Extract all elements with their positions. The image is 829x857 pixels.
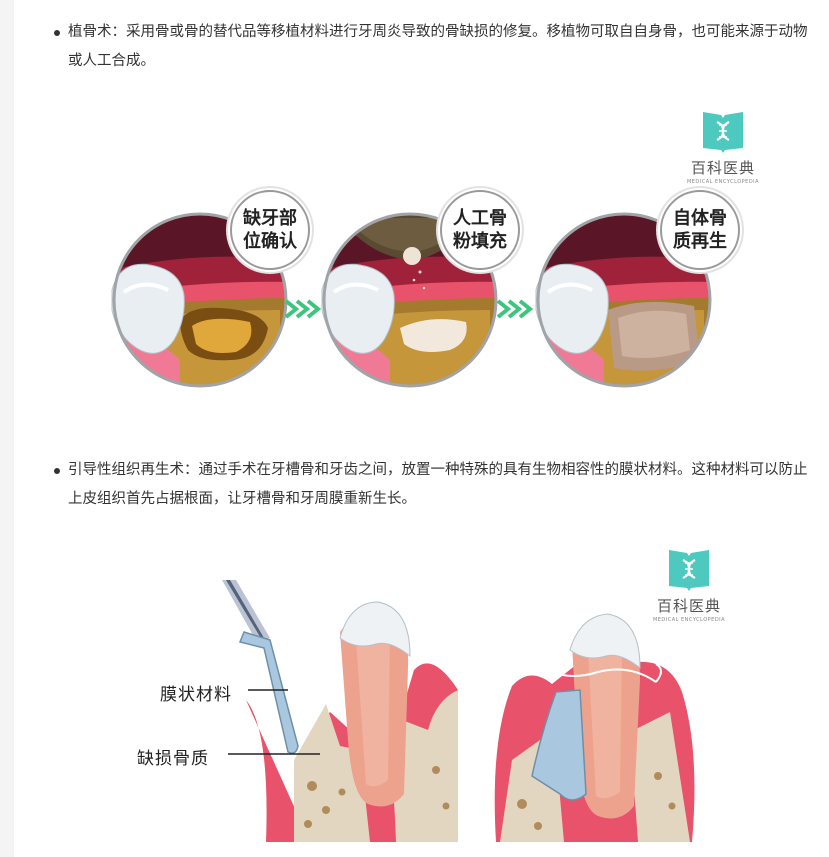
bullet-dot (54, 30, 60, 36)
illustration-guided-tissue-regeneration (222, 580, 695, 842)
left-gutter (0, 0, 14, 857)
logo-subtitle: MEDICAL ENCYCLOPEDIA (652, 617, 726, 623)
badge-line: 位确认 (243, 231, 297, 252)
logo-medical-encyclopedia: 百科医典 MEDICAL ENCYCLOPEDIA (683, 108, 763, 185)
badge-line: 人工骨 (453, 208, 507, 229)
badge-line: 自体骨 (673, 208, 727, 229)
label-membrane: 膜状材料 (160, 685, 232, 705)
illustration-powder-filling (321, 212, 498, 388)
badge-line: 缺牙部 (243, 208, 297, 229)
bullet-text: 引导性组织再生术：通过手术在牙槽骨和牙齿之间，放置一种特殊的具有生物相容性的膜状… (68, 462, 808, 507)
step-badge-missing-bone: 缺牙部 位确认 (230, 190, 310, 270)
logo-name: 百科医典 (690, 159, 755, 177)
bullet-dot (54, 468, 60, 474)
illustration-bone-regenerated (535, 212, 712, 388)
book-dna-icon (669, 550, 709, 591)
logo-name: 百科医典 (656, 597, 721, 615)
double-arrow-icon (496, 299, 534, 319)
bullet-text: 植骨术：采用骨或骨的替代品等移植材料进行牙周炎导致的骨缺损的修复。移植物可取自自… (68, 24, 808, 69)
step-badge-powder-fill: 人工骨 粉填充 (440, 190, 520, 270)
logo-subtitle: MEDICAL ENCYCLOPEDIA (686, 179, 760, 185)
label-bone-defect: 缺损骨质 (137, 749, 209, 769)
badge-line: 质再生 (673, 231, 727, 252)
bullet-guided-tissue-regeneration: 引导性组织再生术：通过手术在牙槽骨和牙齿之间，放置一种特殊的具有生物相容性的膜状… (54, 456, 814, 514)
badge-line: 粉填充 (453, 231, 507, 252)
step-badge-regeneration: 自体骨 质再生 (660, 190, 740, 270)
logo-medical-encyclopedia: 百科医典 MEDICAL ENCYCLOPEDIA (649, 546, 729, 623)
book-dna-icon (703, 112, 743, 153)
bullet-bone-graft: 植骨术：采用骨或骨的替代品等移植材料进行牙周炎导致的骨缺损的修复。移植物可取自自… (54, 18, 814, 76)
double-arrow-icon (284, 299, 322, 319)
